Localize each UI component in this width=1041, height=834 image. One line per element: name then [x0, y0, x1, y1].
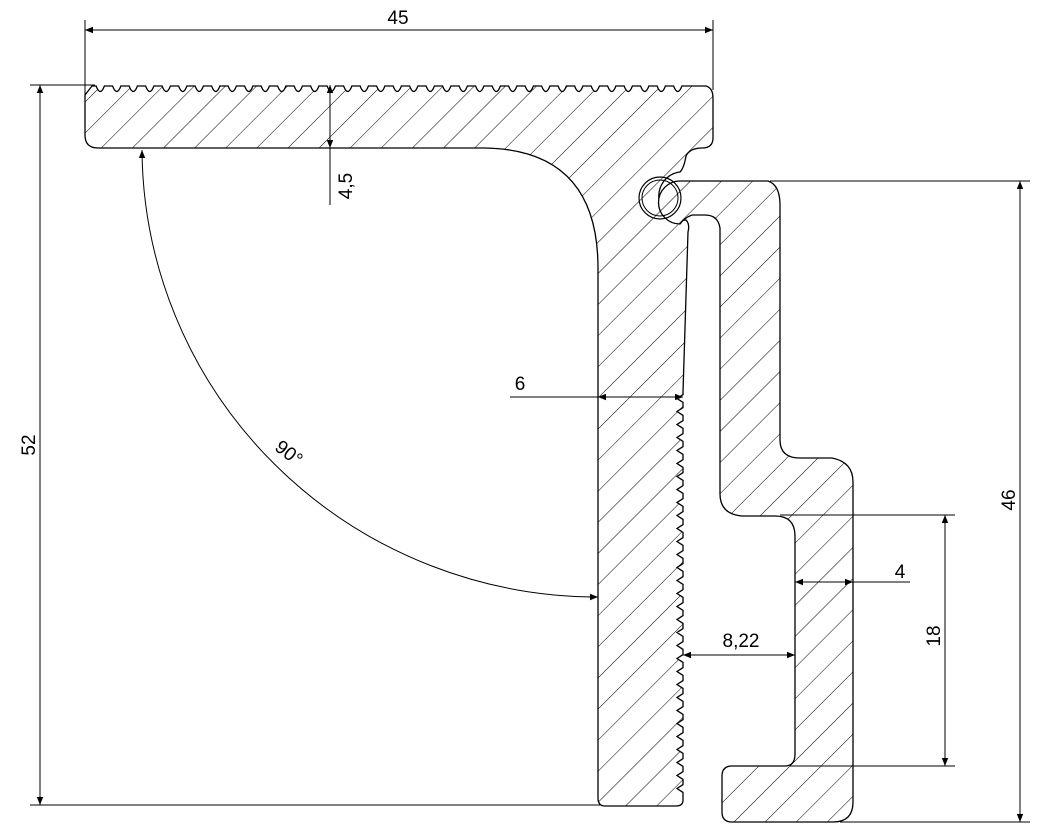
hinge-circle-inner [641, 179, 679, 217]
main-profile-section [84, 85, 714, 807]
dimension-18: 18 [780, 514, 955, 767]
dimension-8-22: 8,22 [683, 631, 795, 659]
dimension-label-4: 4 [895, 562, 906, 583]
dimension-label-45: 45 [387, 8, 408, 29]
dimension-label-52: 52 [19, 434, 40, 455]
dimension-45: 45 [84, 8, 714, 95]
dimension-label-18: 18 [924, 625, 945, 646]
clip-profile-section [657, 180, 854, 823]
hinge-circle [638, 176, 682, 220]
dimension-4: 4 [795, 562, 910, 586]
dimension-label-8-22: 8,22 [723, 631, 760, 652]
dimension-label-6: 6 [515, 374, 526, 395]
dimension-52: 52 [19, 84, 600, 806]
dimension-label-4-5: 4,5 [336, 173, 357, 199]
dimension-label-46: 46 [999, 489, 1020, 510]
dimension-46: 46 [770, 180, 1030, 823]
dimension-angle-90: 90° [138, 149, 599, 601]
